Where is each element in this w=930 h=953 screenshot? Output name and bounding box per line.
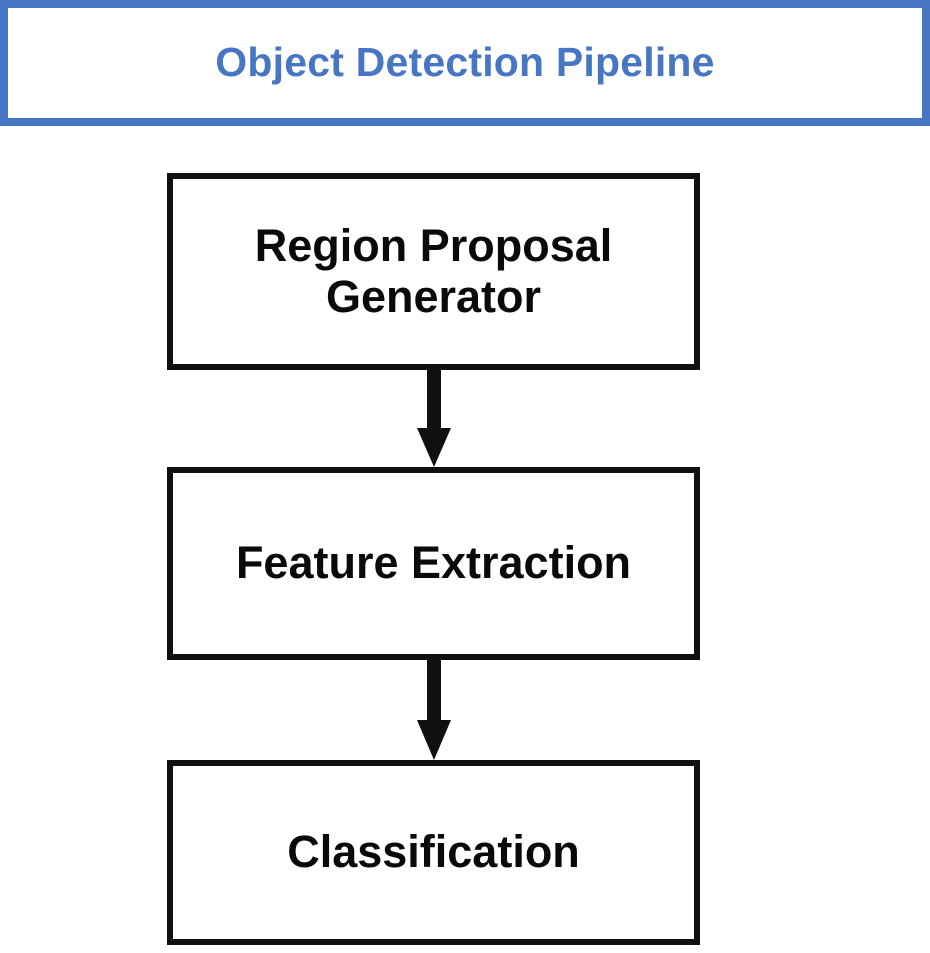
flow-node-region-proposal[interactable]: Region Proposal Generator (167, 173, 700, 370)
header-title-box: Object Detection Pipeline (8, 8, 922, 118)
flow-node-feature-extraction[interactable]: Feature Extraction (167, 467, 700, 660)
flow-node-label: Feature Extraction (235, 537, 632, 589)
flow-node-label: Classification (287, 826, 580, 878)
flow-node-classification[interactable]: Classification (167, 760, 700, 945)
flowchart-canvas: Region Proposal Generator Feature Extrac… (0, 126, 930, 953)
header-banner: Object Detection Pipeline (0, 0, 930, 126)
page-title: Object Detection Pipeline (215, 39, 715, 86)
down-arrow-icon (416, 370, 452, 467)
down-arrow-icon (416, 660, 452, 760)
flow-node-label: Region Proposal Generator (254, 220, 613, 322)
